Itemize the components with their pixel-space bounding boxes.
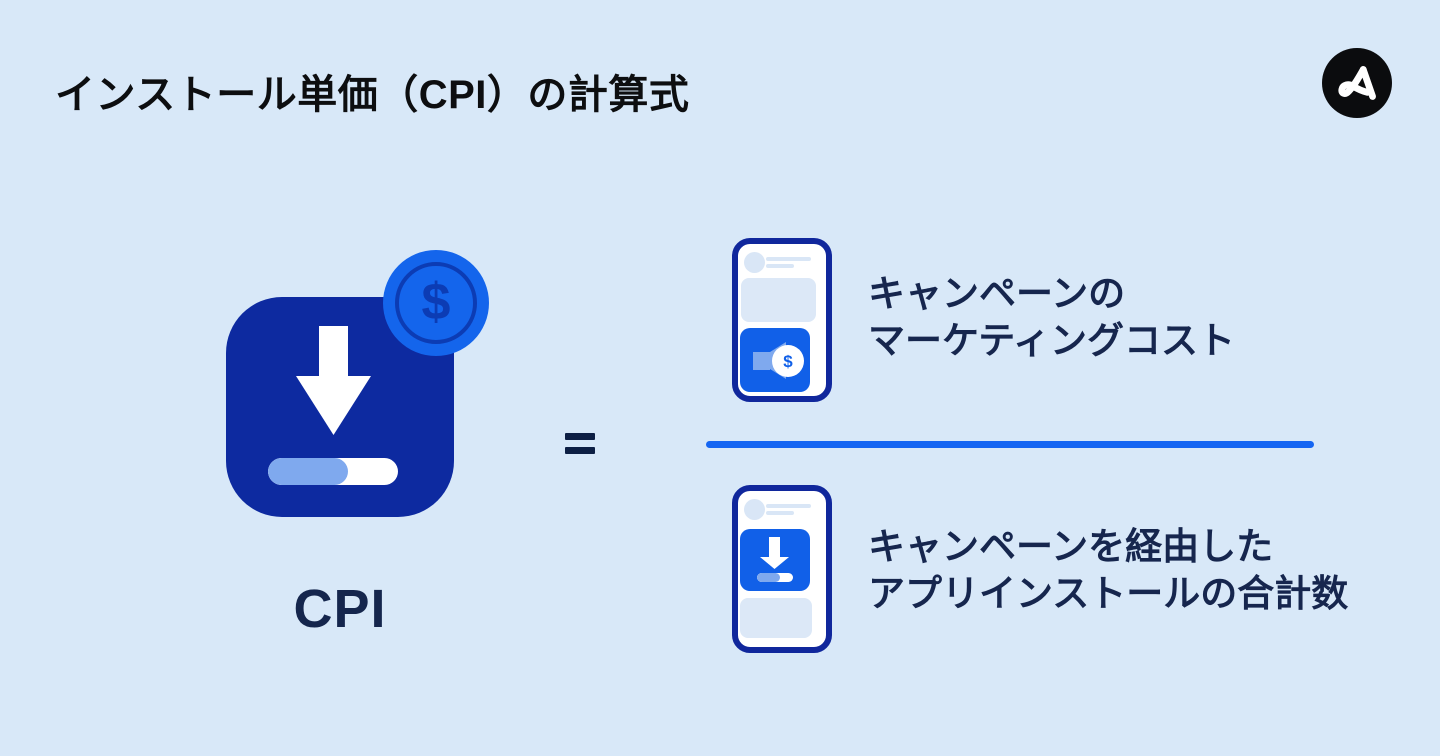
page-title: インストール単価（CPI）の計算式 bbox=[55, 73, 690, 117]
content-placeholder bbox=[740, 598, 812, 638]
avatar-placeholder bbox=[744, 252, 765, 273]
download-arrow-icon bbox=[760, 537, 789, 569]
install-progress-fill bbox=[268, 458, 348, 485]
avatar-placeholder bbox=[744, 499, 765, 520]
ad-dollar-badge: $ bbox=[772, 345, 804, 377]
numerator-line-1: キャンペーンの bbox=[868, 273, 1126, 314]
mini-progress-bar bbox=[757, 573, 793, 582]
text-line-placeholder bbox=[766, 264, 794, 268]
fraction-divider-line bbox=[706, 441, 1314, 448]
text-line-placeholder bbox=[766, 504, 811, 508]
adjust-logo bbox=[1322, 48, 1392, 118]
install-progress-bar bbox=[268, 458, 398, 485]
adjust-logo-mark bbox=[1338, 66, 1376, 100]
numerator-text: キャンペーンの マーケティングコスト bbox=[868, 270, 1235, 364]
coin-inner-ring: $ bbox=[395, 262, 477, 344]
ad-dollar-glyph: $ bbox=[783, 351, 793, 371]
numerator-line-2: マーケティングコスト bbox=[868, 320, 1236, 361]
phone-ad-illustration: $ bbox=[732, 238, 832, 402]
cpi-result-label: CPI bbox=[293, 579, 387, 639]
denominator-line-2: アプリインストールの合計数 bbox=[868, 573, 1349, 614]
dollar-coin-icon: $ bbox=[383, 250, 489, 356]
denominator-text: キャンペーンを経由した アプリインストールの合計数 bbox=[868, 523, 1348, 617]
equals-bottom-bar bbox=[565, 447, 595, 454]
download-arrow-icon bbox=[296, 326, 371, 435]
coin-dollar-glyph: $ bbox=[421, 273, 451, 331]
equals-top-bar bbox=[565, 433, 595, 440]
text-line-placeholder bbox=[766, 257, 811, 261]
text-line-placeholder bbox=[766, 511, 794, 515]
phone-install-illustration bbox=[732, 485, 832, 653]
ad-tile: $ bbox=[740, 328, 810, 392]
denominator-line-1: キャンペーンを経由した bbox=[868, 526, 1274, 567]
equals-sign: = bbox=[565, 433, 595, 454]
content-placeholder bbox=[741, 278, 816, 322]
mini-progress-fill bbox=[757, 573, 780, 582]
install-tile bbox=[740, 529, 810, 591]
